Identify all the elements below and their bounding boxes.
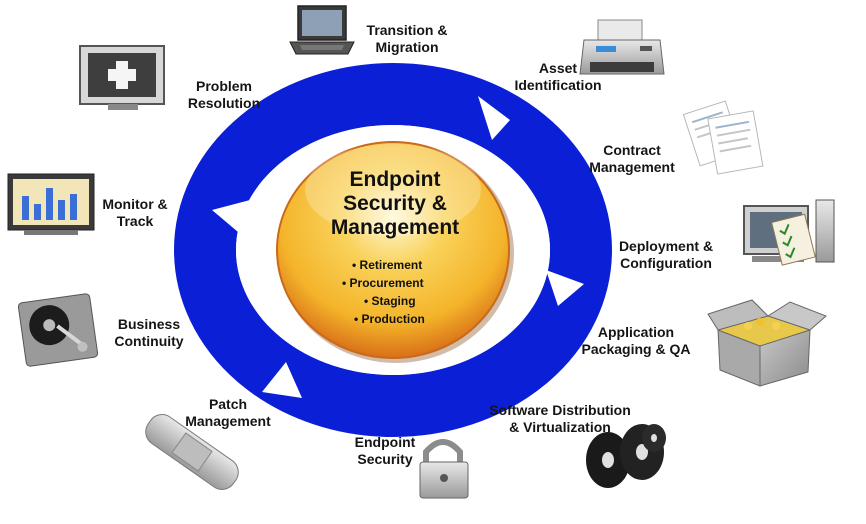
open-box-icon xyxy=(707,299,827,387)
hard-drive-icon xyxy=(17,293,99,367)
center-title: Endpoint Security & Management xyxy=(300,168,490,240)
center-core xyxy=(276,141,514,363)
monitor-plus-icon xyxy=(79,45,165,110)
monitor-chart-icon xyxy=(7,173,95,235)
phase-list-item: • Procurement xyxy=(342,276,424,290)
laptop-icon xyxy=(289,5,355,55)
label-transition-migration: Transition &Migration xyxy=(366,22,448,55)
bandage-icon xyxy=(145,414,239,490)
center-title-line: Endpoint xyxy=(349,168,441,191)
phase-list-item: • Production xyxy=(354,312,425,326)
printer-icon xyxy=(579,19,665,75)
label-software-distribution: Software Distribution& Virtualization xyxy=(489,402,631,435)
label-monitor-track: Monitor &Track xyxy=(102,196,168,229)
workstation-checklist-icon xyxy=(743,199,835,266)
discs-icon xyxy=(586,424,666,488)
label-deployment-configuration: Deployment &Configuration xyxy=(618,238,714,271)
phase-list-item: • Retirement xyxy=(352,258,423,272)
phase-list-item: • Staging xyxy=(364,294,416,308)
documents-icon xyxy=(682,100,764,175)
padlock-icon xyxy=(419,439,469,499)
center-title-line: Security & xyxy=(343,192,447,215)
center-title-line: Management xyxy=(330,216,460,239)
